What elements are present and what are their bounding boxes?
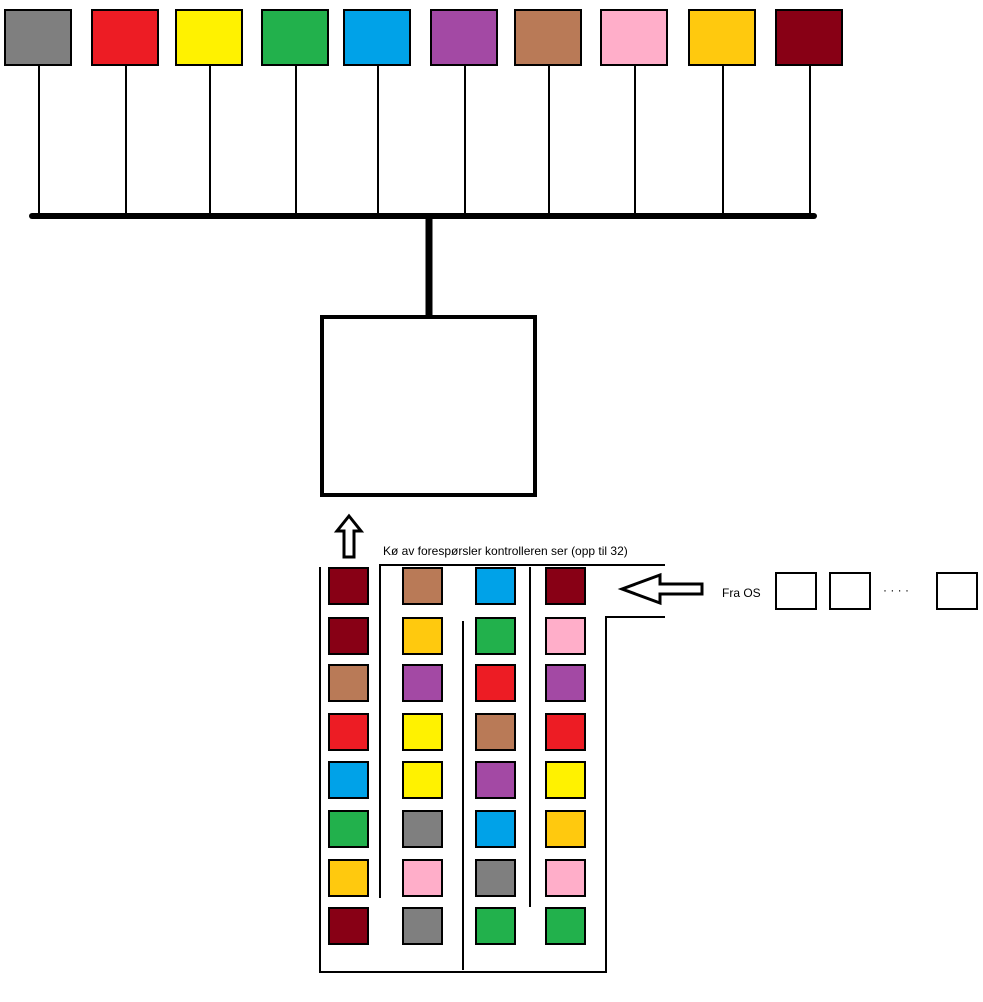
left-arrow xyxy=(617,572,704,606)
queue-request-maroon xyxy=(328,617,369,655)
os-queue xyxy=(775,572,978,610)
os-ellipsis: · · · · xyxy=(883,583,909,597)
device-purple xyxy=(430,9,498,66)
queue-request-gold xyxy=(328,859,369,897)
os-request-box xyxy=(775,572,817,610)
controller-box xyxy=(320,315,537,497)
device-red xyxy=(91,9,159,66)
queue-request-pink xyxy=(545,617,586,655)
device-row xyxy=(4,9,843,214)
device-gray xyxy=(4,9,72,66)
queue-request-yellow xyxy=(545,761,586,799)
queue-request-blue xyxy=(328,761,369,799)
device-yellow xyxy=(175,9,243,66)
fra-os-label: Fra OS xyxy=(722,586,761,600)
queue-request-yellow xyxy=(402,761,443,799)
queue-request-maroon xyxy=(328,567,369,605)
queue-request-gray xyxy=(475,859,516,897)
device-blue xyxy=(343,9,411,66)
queue-request-blue xyxy=(475,567,516,605)
queue-request-maroon xyxy=(328,907,369,945)
up-arrow xyxy=(333,513,365,559)
queue-request-gray xyxy=(402,907,443,945)
queue-request-purple xyxy=(402,664,443,702)
device-gold xyxy=(688,9,756,66)
queue-request-brown xyxy=(475,713,516,751)
queue-request-gray xyxy=(402,810,443,848)
os-request-box xyxy=(936,572,978,610)
queue-request-blue xyxy=(475,810,516,848)
queue-request-red xyxy=(545,713,586,751)
queue-request-yellow xyxy=(402,713,443,751)
queue-cells xyxy=(328,567,586,945)
device-pink xyxy=(600,9,668,66)
queue-request-gold xyxy=(545,810,586,848)
queue-request-purple xyxy=(475,761,516,799)
queue-request-brown xyxy=(402,567,443,605)
queue-request-green xyxy=(475,617,516,655)
queue-label: Kø av forespørsler kontrolleren ser (opp… xyxy=(383,544,628,558)
queue-request-red xyxy=(328,713,369,751)
device-brown xyxy=(514,9,582,66)
queue-request-pink xyxy=(402,859,443,897)
queue-request-maroon xyxy=(545,567,586,605)
queue-request-brown xyxy=(328,664,369,702)
queue-request-purple xyxy=(545,664,586,702)
queue-request-gold xyxy=(402,617,443,655)
queue-frame xyxy=(319,564,665,973)
device-maroon xyxy=(775,9,843,66)
os-request-box xyxy=(829,572,871,610)
queue-request-green xyxy=(328,810,369,848)
queue-request-red xyxy=(475,664,516,702)
device-green xyxy=(261,9,329,66)
queue-request-pink xyxy=(545,859,586,897)
queue-request-green xyxy=(475,907,516,945)
queue-request-green xyxy=(545,907,586,945)
